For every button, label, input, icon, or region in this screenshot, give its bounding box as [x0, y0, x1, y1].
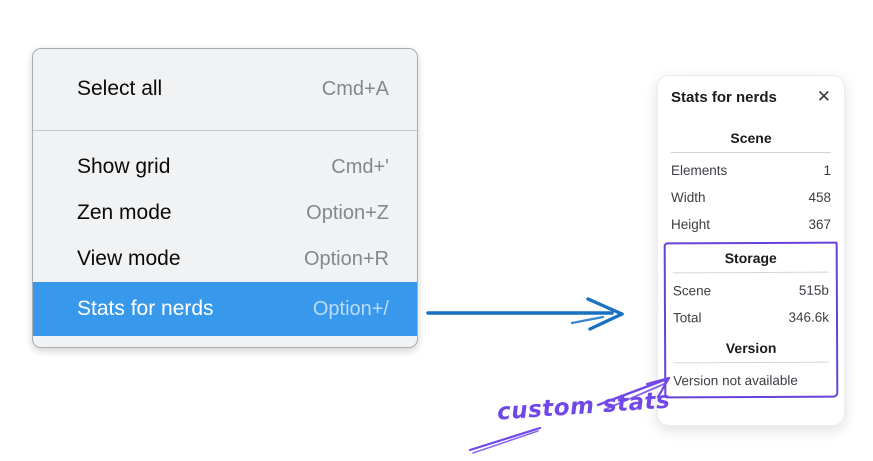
menu-item-label: Select all — [77, 77, 163, 100]
section-scene: Scene Elements 1 Width 458 Height 367 — [671, 126, 831, 238]
stat-row-scene-storage: Scene 515b — [673, 277, 829, 305]
stat-row-height: Height 367 — [671, 211, 831, 238]
section-title: Scene — [730, 130, 772, 146]
stat-label: Scene — [672, 283, 712, 299]
stats-panel: Stats for nerds ✕ Scene Elements 1 Width… — [657, 75, 845, 426]
stat-label: Height — [671, 217, 711, 232]
menu-item-shortcut: Cmd+A — [321, 77, 389, 100]
stat-row-elements: Elements 1 — [671, 157, 831, 184]
menu-item-zen-mode[interactable]: Zen mode Option+Z — [33, 190, 417, 236]
menu-item-view-mode[interactable]: View mode Option+R — [33, 236, 417, 282]
arrow-menu-to-panel — [426, 297, 624, 331]
version-note: Version not available — [673, 372, 798, 389]
stat-value: 1 — [823, 163, 831, 178]
section-divider — [671, 152, 831, 153]
menu-divider — [33, 130, 417, 131]
section-title: Storage — [724, 249, 777, 267]
menu-item-label: Stats for nerds — [77, 297, 214, 320]
stat-label: Width — [671, 190, 706, 205]
menu-item-label: View mode — [77, 247, 181, 270]
section-version: Version Version not available — [673, 336, 830, 394]
section-divider — [672, 271, 829, 274]
menu-item-shortcut: Option+/ — [312, 297, 389, 320]
menu-item-shortcut: Option+Z — [306, 201, 389, 224]
menu-item-select-all[interactable]: Select all Cmd+A — [33, 62, 417, 116]
annotation-arrow — [468, 376, 671, 454]
menu-item-show-grid[interactable]: Show grid Cmd+' — [33, 144, 417, 190]
section-divider — [673, 361, 830, 364]
stats-panel-header: Stats for nerds ✕ — [671, 87, 831, 107]
stats-panel-title: Stats for nerds — [671, 89, 777, 106]
context-menu: Select all Cmd+A Show grid Cmd+' Zen mod… — [32, 48, 418, 348]
stat-row-total-storage: Total 346.6k — [673, 304, 829, 332]
stat-row-width: Width 458 — [671, 184, 831, 211]
close-icon[interactable]: ✕ — [816, 87, 831, 107]
menu-item-label: Zen mode — [77, 201, 172, 224]
menu-item-label: Show grid — [77, 155, 171, 178]
stat-value: 346.6k — [788, 309, 830, 325]
menu-item-shortcut: Cmd+' — [331, 155, 389, 178]
stat-label: Elements — [671, 163, 728, 178]
stat-label: Total — [672, 310, 702, 326]
menu-item-stats-for-nerds[interactable]: Stats for nerds Option+/ — [33, 282, 417, 336]
section-storage: Storage Scene 515b Total 346.6k — [672, 246, 829, 332]
section-title: Version — [725, 339, 777, 357]
stat-value: 458 — [808, 190, 831, 205]
stat-value: 515b — [798, 282, 829, 298]
menu-item-shortcut: Option+R — [303, 247, 389, 270]
stat-value: 367 — [808, 217, 831, 232]
